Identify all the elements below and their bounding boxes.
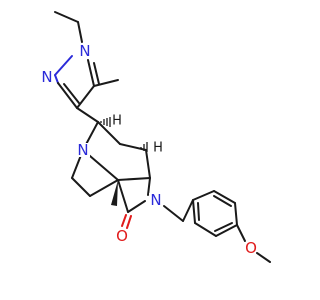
lactam-n-label: N	[150, 191, 161, 209]
bond-c5-methyl	[93, 79, 119, 87]
pyrazole-n2-label: N	[41, 68, 52, 86]
benzyl-group	[163, 199, 194, 222]
bond-ch2-to-lactam-n	[147, 177, 151, 196]
bond-ar-1	[192, 190, 215, 201]
bond-c-o-double	[126, 215, 132, 229]
bond-ar-inner-3	[197, 202, 200, 221]
methoxy-group	[236, 224, 271, 263]
bond-n1-n2	[54, 55, 73, 76]
bond-pyrrolidine-1	[71, 177, 91, 197]
bond-ar-6	[192, 199, 196, 224]
stereo-h-1-label: H	[112, 114, 122, 129]
bond-c4-c5	[76, 85, 95, 109]
bond-ar-3	[234, 202, 238, 226]
bond-ar-4	[215, 224, 238, 237]
pyrazole-n1-label: N	[79, 42, 90, 60]
bond-ring-d	[117, 177, 151, 181]
bond-ethyl-ch2-n	[77, 21, 83, 43]
label-bg-n3	[76, 143, 90, 157]
wedge-quaternary	[111, 180, 118, 206]
bond-ar-to-o	[236, 224, 246, 242]
bond-ring-a	[97, 121, 121, 145]
bond-n2-c3	[54, 74, 59, 84]
bond-c3-c4	[57, 82, 78, 109]
bond-ar-inner-1	[213, 195, 232, 207]
pyrazole-ring	[54, 55, 119, 109]
stereo-h-2-label: H	[153, 141, 163, 156]
chemical-structure-diagram: H H	[40, 11, 271, 263]
hashed-wedge-h2	[140, 142, 148, 152]
bond-ar-inner-2	[214, 222, 233, 232]
label-bg-n2	[40, 70, 54, 84]
bond-o-to-ch3	[256, 252, 271, 263]
ether-o-label: O	[245, 239, 257, 257]
bond-pyrrolidine-2	[89, 179, 119, 197]
bond-ring-b	[119, 143, 147, 151]
bond-carbonyl-to-lactam-n	[127, 200, 146, 213]
carbonyl-o-label: O	[116, 227, 128, 245]
bond-n-ch2	[163, 205, 184, 222]
benzene-ring	[192, 190, 238, 237]
bond-c5-n1-double	[93, 62, 100, 85]
tricyclic-core	[71, 121, 151, 213]
bond-c-o	[121, 214, 127, 227]
bond-ar-5	[194, 222, 217, 237]
bond-ethyl-ch3-ch2	[54, 11, 79, 23]
label-bg-n4	[149, 193, 163, 207]
bond-c5-n1	[87, 59, 95, 87]
bond-pyrazole-to-stereocenter	[76, 107, 99, 123]
bond-ring-c	[145, 149, 151, 179]
ethyl-group	[54, 11, 83, 43]
label-bg-n1	[78, 44, 92, 58]
structure-canvas: H H	[40, 11, 271, 263]
hashed-wedge-h1	[100, 117, 111, 127]
bond-c3-c4-double	[63, 83, 80, 104]
bond-ch2-aryl	[182, 199, 194, 222]
pyrrolidine-n-label: N	[77, 141, 88, 159]
bond-ar-2	[213, 190, 236, 204]
bond-quaternary-to-carbonyl	[117, 179, 129, 213]
